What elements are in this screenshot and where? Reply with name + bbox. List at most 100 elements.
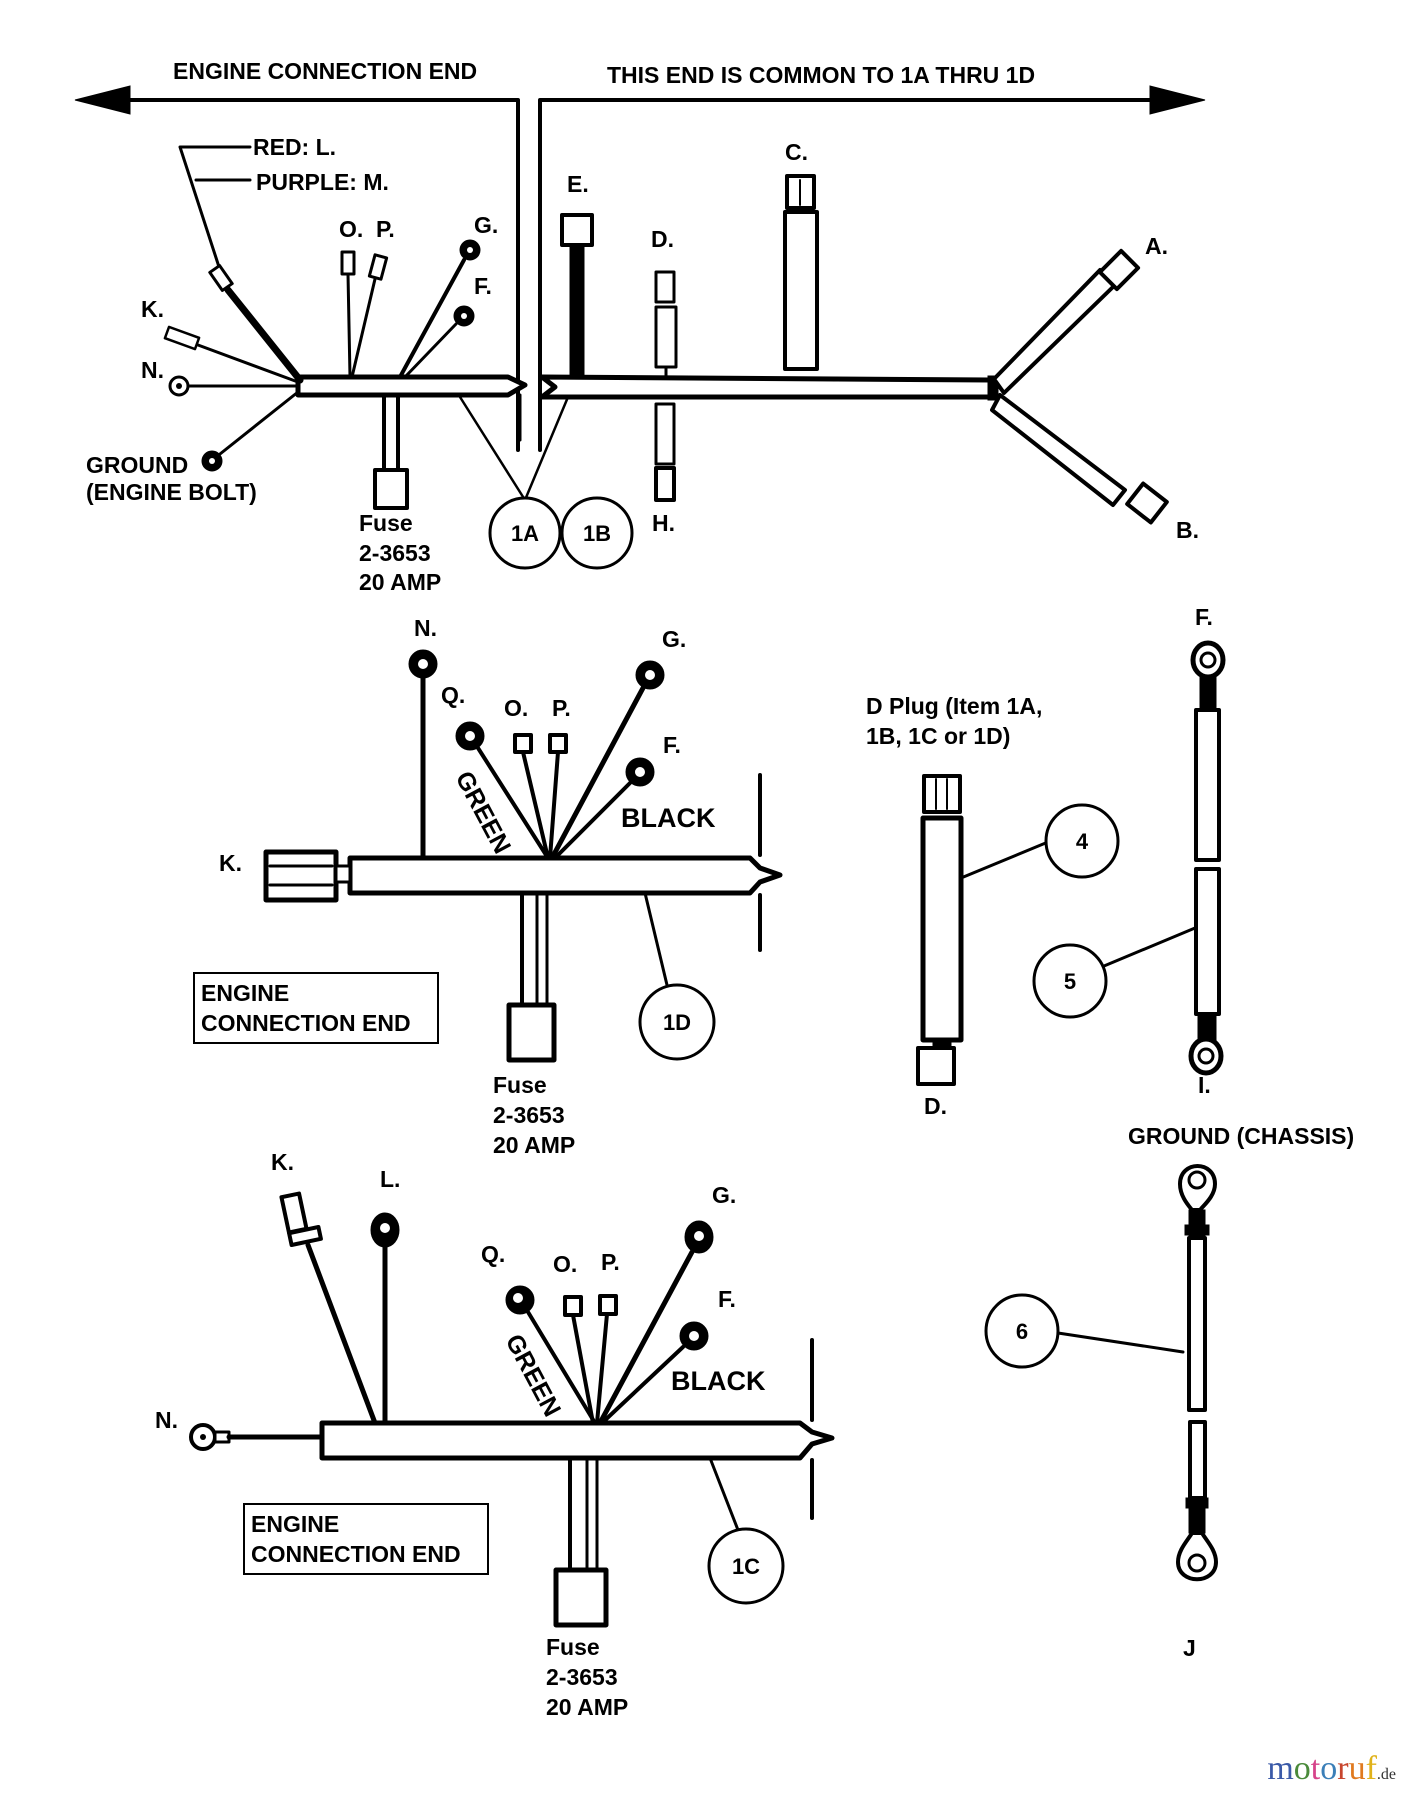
terminal-g-1c <box>597 1220 714 1426</box>
fuse-label: Fuse <box>493 1072 547 1098</box>
terminal-f-1c <box>600 1321 709 1425</box>
label-h: H. <box>652 510 675 536</box>
terminal-q-1d <box>455 721 550 860</box>
svg-text:1A: 1A <box>511 521 539 546</box>
callout-1d[interactable]: 1D <box>638 983 716 1061</box>
fuse-rating: 20 AMP <box>359 569 441 595</box>
d-plug-item-4: D Plug (Item 1A, 1B, 1C or 1D) D. 4 <box>866 693 1120 1119</box>
svg-text:1C: 1C <box>732 1554 760 1579</box>
connector-c <box>783 174 819 371</box>
callout-1c[interactable]: 1C <box>707 1527 785 1605</box>
callout-5[interactable]: 5 <box>1032 943 1108 1019</box>
callout-1b[interactable]: 1B <box>560 496 634 570</box>
svg-text:1B: 1B <box>583 521 611 546</box>
wire-color-black: BLACK <box>621 803 716 833</box>
label-b: B. <box>1176 517 1199 543</box>
label-g: G. <box>474 212 498 238</box>
fuse-part-number: 2-3653 <box>493 1102 565 1128</box>
watermark-suffix: .de <box>1376 1766 1396 1783</box>
svg-text:6: 6 <box>1016 1319 1028 1344</box>
connector-p-1d <box>548 733 568 860</box>
header-engine-connection-end: ENGINE CONNECTION END <box>173 58 477 84</box>
fuse-holder-1ab <box>373 395 409 510</box>
wire-color-green: GREEN <box>500 1330 566 1422</box>
d-plug-caption-line2: 1B, 1C or 1D) <box>866 723 1010 749</box>
connector-k-1c <box>279 1191 378 1426</box>
ground-chassis-item-6: GROUND (CHASSIS) J 6 <box>984 1123 1354 1661</box>
terminal-g-1d <box>549 660 665 861</box>
label-o: O. <box>339 216 363 242</box>
motoruf-watermark: motoruf.de <box>1267 1750 1396 1788</box>
label-k: K. <box>141 296 164 322</box>
watermark-letter: o <box>1293 1750 1311 1787</box>
svg-text:1D: 1D <box>663 1010 691 1035</box>
watermark-letter: f <box>1365 1750 1377 1787</box>
fuse-part-number: 2-3653 <box>359 540 431 566</box>
label-j: J <box>1183 1635 1196 1661</box>
connector-e <box>560 213 594 378</box>
wire-color-green: GREEN <box>450 767 516 859</box>
watermark-logo: motoruf <box>1267 1750 1377 1788</box>
watermark-letter: r <box>1337 1750 1349 1787</box>
engine-connection-end-box-1c: ENGINE CONNECTION END <box>243 1503 489 1575</box>
label-engine-bolt: (ENGINE BOLT) <box>86 479 257 505</box>
label-p: P. <box>376 216 395 242</box>
label-e: E. <box>567 171 589 197</box>
connector-o-1d <box>513 733 550 860</box>
terminal-l-1c <box>370 1212 400 1426</box>
label-f: F. <box>474 273 492 299</box>
label-k: K. <box>271 1149 294 1175</box>
label-q: Q. <box>481 1241 505 1267</box>
label-f: F. <box>1195 604 1213 630</box>
terminal-n <box>168 375 300 397</box>
label-g: G. <box>662 626 686 652</box>
label-o: O. <box>553 1251 577 1277</box>
callout-1a[interactable]: 1A <box>488 496 562 570</box>
fuse-label: Fuse <box>546 1634 600 1660</box>
connector-p-1c <box>595 1294 618 1425</box>
label-k: K. <box>219 850 242 876</box>
connector-lm <box>208 264 304 384</box>
fuse-label: Fuse <box>359 510 413 536</box>
ground-chassis-caption: GROUND (CHASSIS) <box>1128 1123 1354 1149</box>
label-g: G. <box>712 1182 736 1208</box>
wire-color-black: BLACK <box>671 1366 766 1396</box>
note-red-l: RED: L. <box>253 134 336 160</box>
watermark-letter: u <box>1348 1750 1366 1787</box>
box-line1: ENGINE <box>201 980 290 1006</box>
harness-1d: K. N. Q. O. P. G. <box>219 615 783 1158</box>
label-p: P. <box>552 695 571 721</box>
svg-text:4: 4 <box>1076 829 1089 854</box>
terminal-g <box>398 239 481 379</box>
label-l: L. <box>380 1166 400 1192</box>
box-line1: ENGINE <box>251 1511 340 1537</box>
label-q: Q. <box>441 682 465 708</box>
header-left-arrow <box>74 85 520 452</box>
label-c: C. <box>785 139 808 165</box>
harness-1ab: RED: L. PURPLE: M. K. N. GROUND (ENGINE <box>86 134 1199 595</box>
box-line2: CONNECTION END <box>251 1541 461 1567</box>
callout-4[interactable]: 4 <box>1044 803 1120 879</box>
label-i: I. <box>1198 1072 1211 1098</box>
fuse-part-number: 2-3653 <box>546 1664 618 1690</box>
label-p: P. <box>601 1249 620 1275</box>
connector-o <box>340 250 356 379</box>
connector-k-1d <box>263 849 352 903</box>
engine-connection-end-box-1d: ENGINE CONNECTION END <box>193 972 439 1044</box>
label-f: F. <box>663 732 681 758</box>
harness-1c: N. K. L. Q. O. P. <box>155 1149 835 1720</box>
callout-6[interactable]: 6 <box>984 1293 1060 1369</box>
terminal-f-1d <box>553 757 655 860</box>
label-n: N. <box>414 615 437 641</box>
label-o: O. <box>504 695 528 721</box>
label-d: D. <box>924 1093 947 1119</box>
branch-a <box>992 248 1141 395</box>
cable-item-5: F. I. 5 <box>1032 604 1226 1098</box>
watermark-letter: o <box>1320 1750 1338 1787</box>
label-ground: GROUND <box>86 452 188 478</box>
fuse-rating: 20 AMP <box>493 1132 575 1158</box>
terminal-f <box>403 305 475 379</box>
label-n: N. <box>155 1407 178 1433</box>
header-common-end: THIS END IS COMMON TO 1A THRU 1D <box>607 62 1035 88</box>
